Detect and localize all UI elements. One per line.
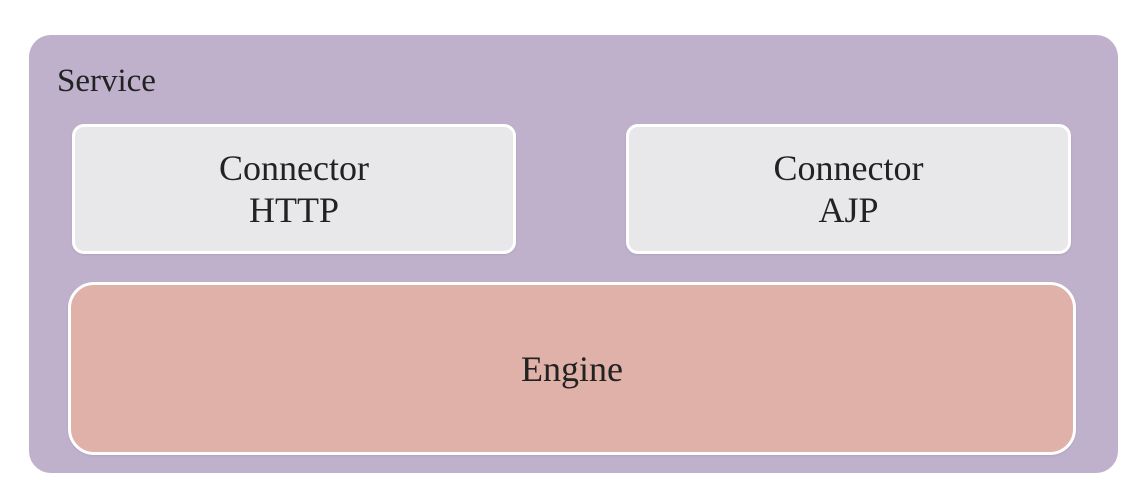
service-label: Service <box>57 63 156 99</box>
service-container: Service Connector HTTP Connector AJP Eng… <box>29 35 1118 473</box>
engine-label: Engine <box>521 348 623 389</box>
connector-ajp-title: Connector <box>773 148 924 188</box>
engine-box: Engine <box>68 282 1076 455</box>
connector-ajp-protocol: AJP <box>818 190 879 230</box>
connector-http-protocol: HTTP <box>249 190 339 230</box>
connector-ajp-box: Connector AJP <box>626 124 1071 254</box>
connector-http-box: Connector HTTP <box>72 124 516 254</box>
connector-http-title: Connector <box>219 148 369 188</box>
